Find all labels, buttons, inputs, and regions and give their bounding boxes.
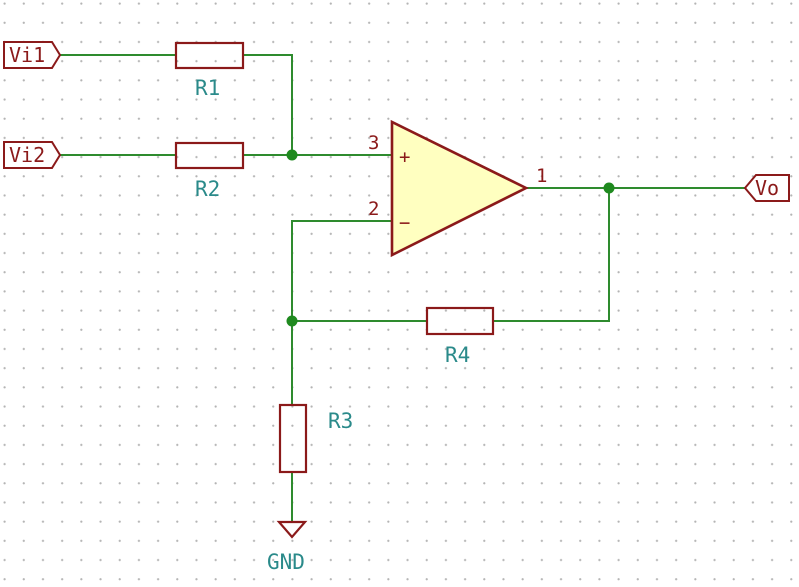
port-vi1-label: Vi1 — [9, 43, 45, 67]
port-vi1-shape — [3, 41, 62, 69]
wire-r4-output — [493, 188, 610, 322]
opamp-pin-2: 2 — [368, 198, 379, 220]
resistor-r1[interactable] — [174, 41, 245, 70]
port-vo[interactable]: Vo — [743, 174, 790, 202]
junction-noninverting — [286, 149, 298, 161]
opamp-pin-3: 3 — [368, 132, 379, 154]
wires — [60, 54, 745, 522]
label-r3: R3 — [328, 409, 353, 433]
port-vo-label: Vo — [755, 176, 779, 200]
resistor-r2[interactable] — [174, 141, 245, 170]
label-r2: R2 — [195, 177, 220, 201]
label-gnd: GND — [267, 550, 305, 574]
opamp-body — [390, 119, 529, 258]
junction-feedback — [286, 315, 298, 327]
opamp-pin-1: 1 — [536, 165, 547, 187]
resistor-r4[interactable] — [425, 306, 495, 336]
wire-r1-node — [243, 54, 293, 155]
port-vi1[interactable]: Vi1 — [3, 41, 62, 69]
resistor-r3[interactable] — [278, 403, 308, 474]
port-vi2-label: Vi2 — [9, 143, 45, 167]
junction-output — [603, 182, 615, 194]
port-vo-shape — [743, 174, 790, 202]
opamp[interactable]: + − 3 2 1 — [368, 119, 547, 258]
port-vi2-shape — [3, 141, 62, 169]
ground-symbol[interactable] — [276, 520, 308, 539]
label-r1: R1 — [195, 76, 220, 100]
opamp-minus-sign: − — [399, 212, 410, 234]
label-r4: R4 — [445, 343, 470, 367]
port-vi2[interactable]: Vi2 — [3, 141, 62, 169]
wire-pin2-node — [291, 220, 392, 405]
opamp-plus-sign: + — [399, 146, 410, 168]
